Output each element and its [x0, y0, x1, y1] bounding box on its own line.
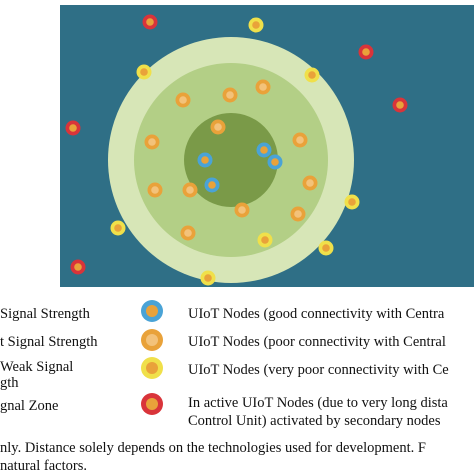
caption-line-1: nly. Distance solely depends on the tech… — [0, 440, 426, 456]
legend-node-label-inactive: In active UIoT Nodes (due to very long d… — [188, 395, 448, 411]
inactive-node — [70, 259, 86, 275]
legend-zone-label-poor: t Signal Strength — [0, 334, 98, 350]
poor-node-icon — [141, 329, 163, 351]
poor-node — [234, 202, 250, 218]
caption-line-2: natural factors. — [0, 458, 87, 474]
good-node — [256, 142, 272, 158]
inactive-node-icon — [141, 393, 163, 415]
node-layer — [65, 14, 408, 286]
legend-node-label-very-poor: UIoT Nodes (very poor connectivity with … — [188, 362, 449, 378]
legend-zone-label-none: gnal Zone — [0, 398, 59, 414]
good-node — [197, 152, 213, 168]
very-poor-node — [257, 232, 273, 248]
very-poor-node — [110, 220, 126, 236]
legend-node-label-inactive-cont: Control Unit) activated by secondary nod… — [188, 413, 441, 429]
poor-node — [292, 132, 308, 148]
very-poor-node — [344, 194, 360, 210]
legend-zone-label-good: Signal Strength — [0, 306, 90, 322]
very-poor-node — [248, 17, 264, 33]
poor-node — [222, 87, 238, 103]
inactive-node — [65, 120, 81, 136]
legend-zone-label-weak: Weak Signal — [0, 359, 74, 375]
legend-node-label-poor: UIoT Nodes (poor connectivity with Centr… — [188, 334, 446, 350]
poor-node — [147, 182, 163, 198]
poor-node — [255, 79, 271, 95]
poor-node — [210, 119, 226, 135]
legend-icons — [141, 300, 163, 415]
poor-node — [175, 92, 191, 108]
poor-node — [182, 182, 198, 198]
good-node-icon — [141, 300, 163, 322]
poor-node — [302, 175, 318, 191]
very-poor-node — [136, 64, 152, 80]
very-poor-node — [200, 270, 216, 286]
poor-node — [144, 134, 160, 150]
very-poor-node — [318, 240, 334, 256]
poor-node — [290, 206, 306, 222]
legend-zone-label-weak-cont: gth — [0, 375, 19, 391]
good-node — [267, 154, 283, 170]
good-node — [204, 177, 220, 193]
poor-node — [180, 225, 196, 241]
inactive-node — [358, 44, 374, 60]
very-poor-node-icon — [141, 357, 163, 379]
inactive-node — [392, 97, 408, 113]
legend-node-label-good: UIoT Nodes (good connectivity with Centr… — [188, 306, 445, 322]
very-poor-node — [304, 67, 320, 83]
inactive-node — [142, 14, 158, 30]
